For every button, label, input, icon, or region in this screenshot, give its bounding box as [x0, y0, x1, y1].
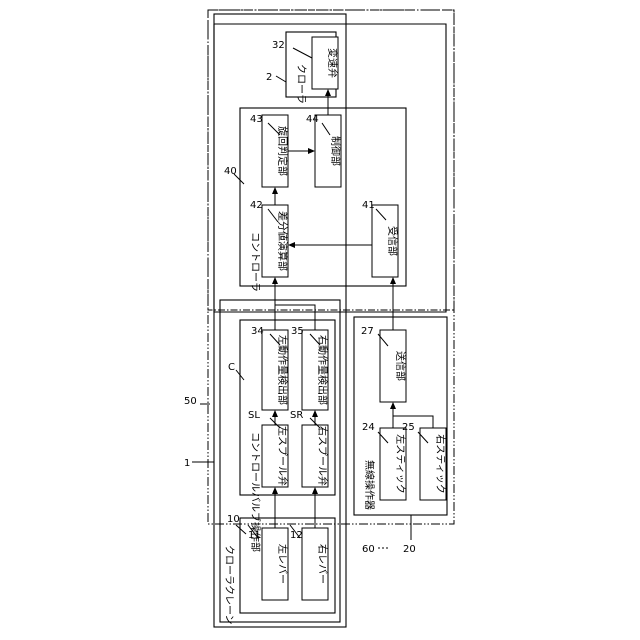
ref-32: 32 [272, 40, 285, 51]
shift-valve-label: 変速弁 [326, 48, 339, 78]
arrowhead [272, 410, 278, 417]
ref-25: 25 [402, 422, 415, 433]
ref-12: 12 [290, 530, 303, 541]
ref-sl: SL [248, 410, 260, 421]
right-spool-label: 右スプール弁 [316, 426, 329, 486]
crawler-title: クローラ [295, 64, 307, 104]
remote-unit-title: 無線操作器 [363, 460, 376, 510]
transmitter-label: 送信部 [394, 351, 407, 381]
ref-44: 44 [306, 114, 319, 125]
right-stick-label: 右スティック [434, 434, 447, 493]
ref-43: 43 [250, 114, 263, 125]
ref-c: C [228, 362, 235, 373]
ref-10: 10 [227, 514, 240, 525]
control-valve-title: コントロールバルブ [249, 432, 262, 522]
ref-2: 2 [266, 72, 272, 83]
arrowhead [272, 187, 278, 194]
ref-60: 60 [362, 544, 375, 555]
right-lever-label: 右レバー [316, 544, 329, 584]
crane-title: クローラクレーン [223, 545, 235, 625]
ref-20: 20 [403, 544, 416, 555]
right-detector-label: 右動作量検出部 [316, 335, 329, 405]
leader-32 [293, 48, 312, 58]
left-spool-label: 左スプール弁 [276, 426, 289, 486]
turn-judge-label: 旋回判定部 [276, 126, 289, 176]
ref-34: 34 [251, 326, 264, 337]
arrowhead [390, 277, 396, 284]
lever-unit-title: 操作部 [249, 522, 262, 552]
arrowhead [272, 277, 278, 284]
ref-sr: SR [290, 410, 303, 421]
leader-2 [276, 76, 286, 82]
control-unit-label: 制御部 [329, 136, 342, 166]
ref-1: 1 [184, 458, 190, 469]
ref-24: 24 [362, 422, 375, 433]
arrowhead [325, 89, 331, 96]
ref-27: 27 [361, 326, 374, 337]
ref-50: 50 [184, 396, 197, 407]
ref-42: 42 [250, 200, 263, 211]
ref-40: 40 [224, 166, 237, 177]
receiver-label: 受信部 [386, 226, 399, 256]
arrowhead [288, 242, 295, 248]
arrowhead [312, 487, 318, 494]
ref-35: 35 [291, 326, 304, 337]
arrowhead [308, 148, 315, 154]
left-stick-label: 左スティック [394, 434, 407, 493]
controller-title: コントローラ [249, 232, 261, 292]
left-detector-label: 左動作量検出部 [276, 335, 289, 405]
diff-calc-label: 差分値演算部 [276, 211, 289, 271]
arrowhead [390, 402, 396, 409]
arrowhead [312, 410, 318, 417]
leader-10 [236, 525, 246, 534]
left-lever-label: 左レバー [276, 544, 289, 584]
ref-41: 41 [362, 200, 375, 211]
arrowhead [272, 487, 278, 494]
